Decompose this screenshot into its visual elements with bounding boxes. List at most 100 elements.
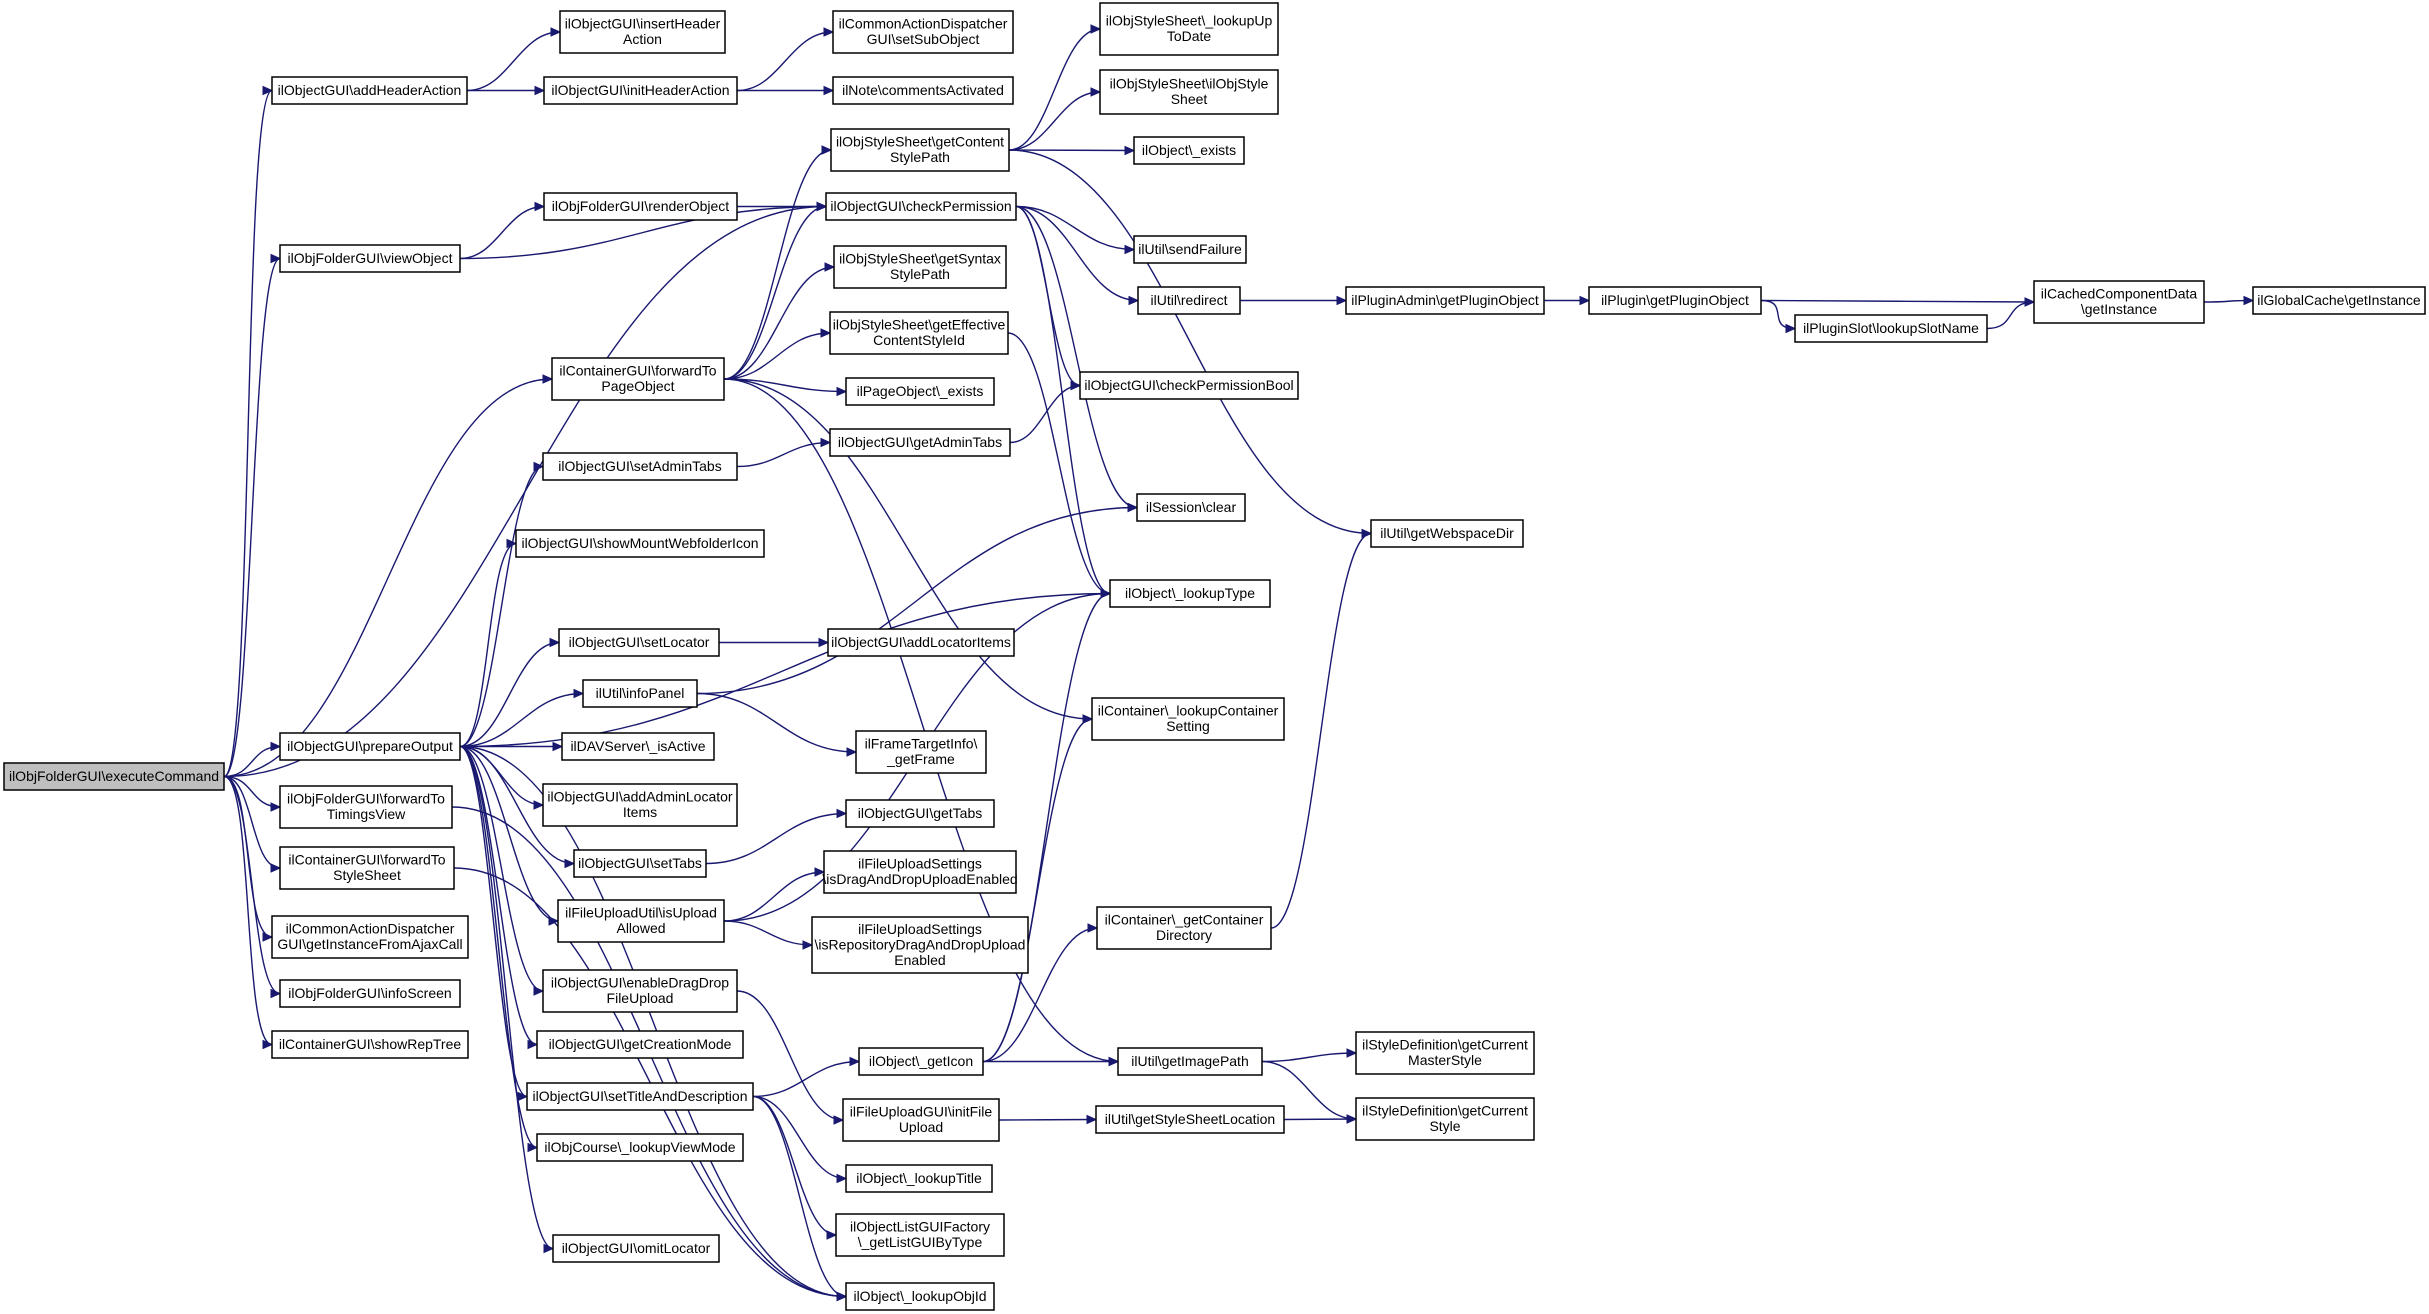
edge-setTitleAndDescription-to-lookupTitle [752, 1095, 847, 1180]
node-getPluginObjectAdmin[interactable]: ilPluginAdmin\getPluginObject [1345, 286, 1545, 315]
node-label: ilObjStyleSheet\getEffective [833, 317, 1006, 333]
node-lookupViewMode[interactable]: ilObjCourse\_lookupViewMode [536, 1133, 744, 1162]
node-box [1109, 579, 1271, 608]
arrowhead-icon [849, 1056, 861, 1067]
node-isDragAndDropUploadEnabled[interactable]: ilFileUploadSettings\isDragAndDropUpload… [822, 850, 1018, 894]
node-box [1117, 1047, 1263, 1076]
node-infoScreen[interactable]: ilObjFolderGUI\infoScreen [279, 979, 461, 1008]
node-label: Setting [1166, 718, 1210, 734]
node-execCmd[interactable]: ilObjFolderGUI\executeCommand [3, 762, 225, 791]
node-addHeaderAction[interactable]: ilObjectGUI\addHeaderAction [271, 76, 468, 105]
node-label: Directory [1156, 927, 1212, 943]
node-lookupType[interactable]: ilObject\_lookupType [1109, 579, 1271, 608]
node-getWebspaceDir[interactable]: ilUtil\getWebspaceDir [1370, 519, 1524, 548]
node-label: ilObjStyleSheet\getContent [836, 134, 1004, 150]
node-label: ilObjStyleSheet\getSyntax [839, 251, 1001, 267]
arrowhead-icon [1086, 1114, 1098, 1125]
node-getTabs[interactable]: ilObjectGUI\getTabs [845, 799, 995, 828]
node-isRepositoryDragAndDropUploadEnabled[interactable]: ilFileUploadSettings\isRepositoryDragAnd… [811, 916, 1029, 974]
node-label: ilObjFolderGUI\renderObject [552, 198, 730, 214]
node-setTabs[interactable]: ilObjectGUI\setTabs [573, 849, 707, 878]
node-label: ilObjectGUI\enableDragDrop [551, 975, 729, 991]
node-showRepTree[interactable]: ilContainerGUI\showRepTree [271, 1030, 469, 1059]
node-prepareOutput[interactable]: ilObjectGUI\prepareOutput [279, 732, 461, 761]
edge-prepareOutput-to-infoPanel [459, 692, 584, 748]
edge-getIcon-to-lookupContainerSetting [982, 718, 1093, 1063]
node-cachedGetInstance[interactable]: ilCachedComponentData\getInstance [2033, 280, 2205, 324]
node-box [279, 732, 461, 761]
node-label: GUI\getInstanceFromAjaxCall [277, 936, 462, 952]
arrowhead-icon [833, 1115, 845, 1125]
node-label: ilUtil\getStyleSheetLocation [1105, 1111, 1275, 1127]
node-lookupTitle[interactable]: ilObject\_lookupTitle [845, 1164, 993, 1193]
node-label: Allowed [616, 920, 665, 936]
node-infoPanel[interactable]: ilUtil\infoPanel [582, 679, 698, 708]
node-label: ilPluginAdmin\getPluginObject [1351, 292, 1539, 308]
node-davIsActive[interactable]: ilDAVServer\_isActive [561, 732, 715, 761]
node-setLocator[interactable]: ilObjectGUI\setLocator [558, 628, 720, 657]
node-getAdminTabs[interactable]: ilObjectGUI\getAdminTabs [829, 428, 1011, 457]
node-viewObject[interactable]: ilObjFolderGUI\viewObject [279, 244, 461, 273]
node-getIcon[interactable]: ilObject\_getIcon [858, 1047, 984, 1076]
node-label: ilObject\_lookupTitle [856, 1170, 982, 1186]
node-checkPermission[interactable]: ilObjectGUI\checkPermission [825, 192, 1017, 221]
node-box [830, 128, 1010, 172]
node-getListGUIByType[interactable]: ilObjectListGUIFactory\_getListGUIByType [835, 1213, 1005, 1257]
node-commentsActivated[interactable]: ilNote\commentsActivated [832, 76, 1014, 105]
node-getCreationMode[interactable]: ilObjectGUI\getCreationMode [536, 1030, 744, 1059]
node-pageObjExists[interactable]: ilPageObject\_exists [845, 377, 995, 406]
node-box [1133, 136, 1245, 165]
node-label: ilCachedComponentData [2041, 286, 2198, 302]
node-setAdminTabs[interactable]: ilObjectGUI\setAdminTabs [542, 452, 738, 481]
node-box [1096, 906, 1272, 950]
node-showMountWebfolderIcon[interactable]: ilObjectGUI\showMountWebfolderIcon [515, 529, 765, 558]
edge-checkPermission-to-lookupType [1015, 205, 1111, 595]
node-setTitleAndDescription[interactable]: ilObjectGUI\setTitleAndDescription [526, 1082, 754, 1111]
node-renderObject[interactable]: ilObjFolderGUI\renderObject [543, 192, 738, 221]
node-lookupSlotName[interactable]: ilPluginSlot\lookupSlotName [1794, 314, 1988, 343]
node-sendFailure[interactable]: ilUtil\sendFailure [1133, 235, 1247, 264]
node-sessionClear[interactable]: ilSession\clear [1136, 493, 1246, 522]
node-addLocatorItems[interactable]: ilObjectGUI\addLocatorItems [827, 628, 1015, 657]
node-redirect[interactable]: ilUtil\redirect [1137, 286, 1241, 315]
edge-execCmd-to-viewObject [223, 257, 281, 778]
node-getEffectiveContentStyleId[interactable]: ilObjStyleSheet\getEffectiveContentStyle… [829, 311, 1009, 355]
node-box [1136, 493, 1246, 522]
node-lookupObjId[interactable]: ilObject\_lookupObjId [845, 1282, 995, 1311]
node-omitLocator[interactable]: ilObjectGUI\omitLocator [552, 1234, 720, 1263]
node-label: ilUtil\infoPanel [596, 685, 685, 701]
node-objExists[interactable]: ilObject\_exists [1133, 136, 1245, 165]
node-ilObjStyleSheet[interactable]: ilObjStyleSheet\ilObjStyleSheet [1099, 69, 1279, 115]
node-label: \isRepositoryDragAndDropUpload [815, 936, 1026, 952]
node-initHeaderAction[interactable]: ilObjectGUI\initHeaderAction [543, 76, 738, 105]
node-box [823, 850, 1017, 894]
node-getInstanceFromAjaxCall[interactable]: ilCommonActionDispatcherGUI\getInstanceF… [271, 915, 469, 959]
node-getImagePath[interactable]: ilUtil\getImagePath [1117, 1047, 1263, 1076]
node-globalCacheGetInstance[interactable]: ilGlobalCache\getInstance [2252, 286, 2426, 315]
node-box [526, 1082, 754, 1111]
node-getPluginObject[interactable]: ilPlugin\getPluginObject [1588, 286, 1762, 315]
node-checkPermissionBool[interactable]: ilObjectGUI\checkPermissionBool [1079, 371, 1299, 400]
arrowhead-icon [824, 262, 836, 272]
node-getStyleSheetLocation[interactable]: ilUtil\getStyleSheetLocation [1095, 1105, 1285, 1134]
node-getFrame[interactable]: ilFrameTargetInfo\_getFrame [855, 730, 987, 774]
edge-setTitleAndDescription-to-lookupObjId [752, 1095, 847, 1298]
arrowhead-icon [262, 932, 274, 942]
arrowhead-icon [270, 741, 282, 752]
